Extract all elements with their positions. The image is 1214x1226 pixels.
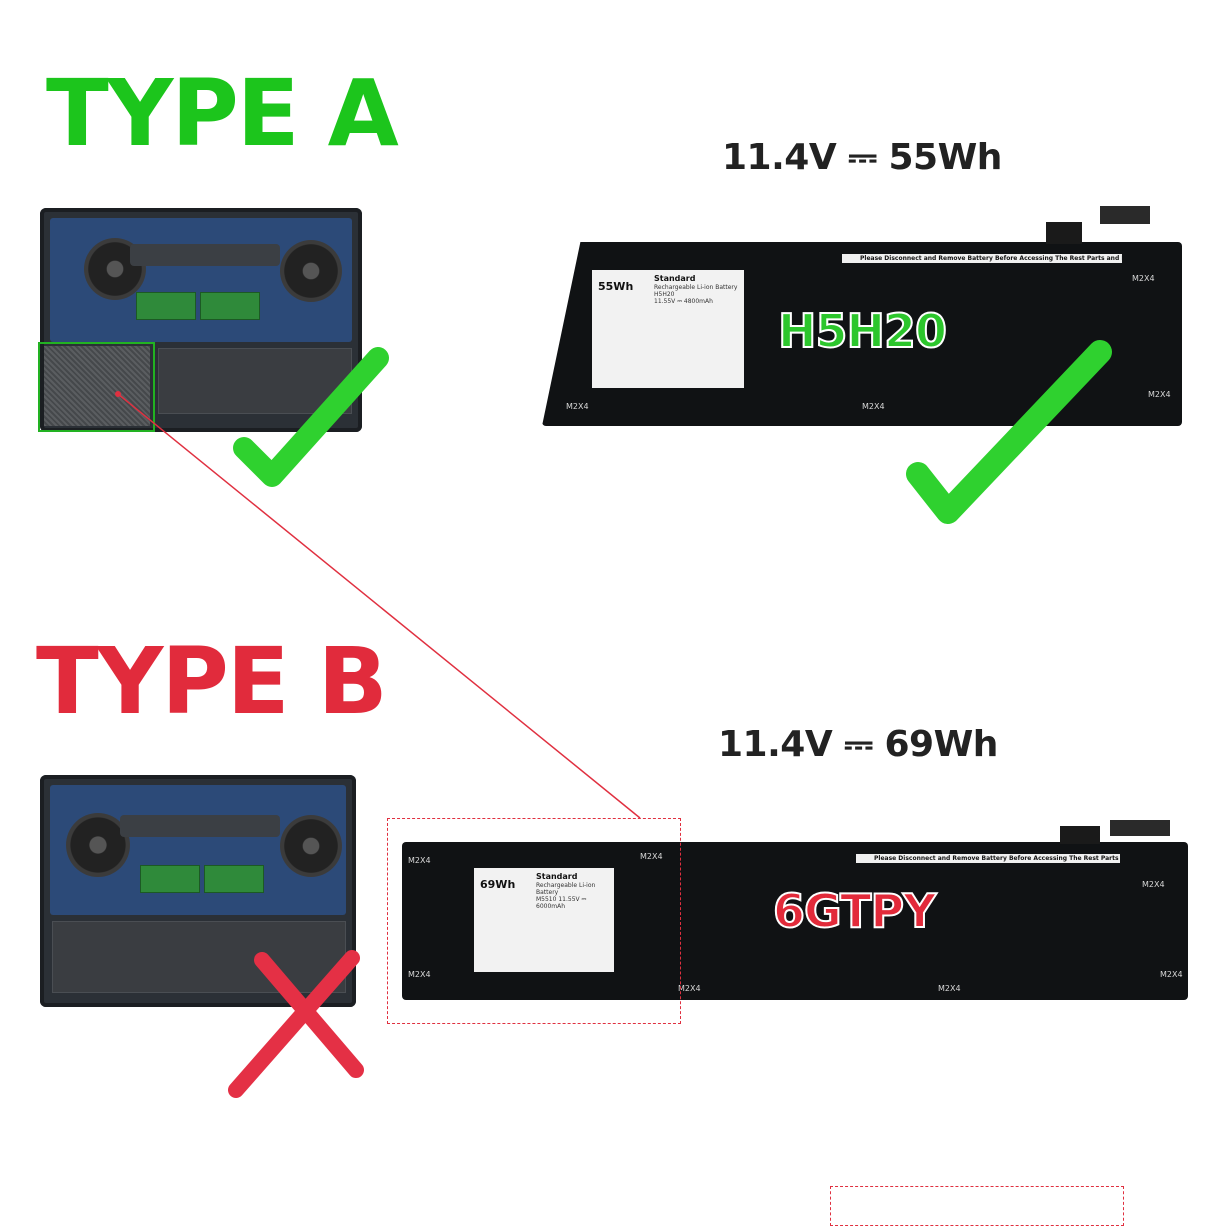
connector-line <box>117 393 641 819</box>
battery-cable-plug <box>1100 206 1150 224</box>
highlight-box <box>38 342 155 432</box>
warning-strip: Please Disconnect and Remove Battery Bef… <box>856 854 1120 863</box>
battery-type-b-image: 69Wh Standard Rechargeable Li-ion Batter… <box>402 842 1188 1000</box>
ram-module <box>140 865 200 893</box>
fan-right <box>280 240 342 302</box>
laptop-type-a-image <box>40 208 362 432</box>
screw-label: M2X4 <box>1132 274 1155 283</box>
battery-label: 69Wh Standard Rechargeable Li-ion Batter… <box>474 868 614 972</box>
battery-cells <box>52 921 346 993</box>
ram-module <box>204 865 264 893</box>
fan-left <box>66 813 130 877</box>
type-b-heading: TYPE B <box>36 628 388 735</box>
type-a-heading: TYPE A <box>46 60 399 167</box>
standard-label: Standard <box>536 872 578 881</box>
screw-label: M2X4 <box>1148 390 1171 399</box>
dashed-highlight-box <box>387 818 681 1024</box>
screw-label: M2X4 <box>408 856 431 865</box>
screw-label: M2X4 <box>1160 970 1183 979</box>
warning-strip: Please Disconnect and Remove Battery Bef… <box>842 254 1122 263</box>
fan-right <box>280 815 342 877</box>
heatpipe <box>120 815 280 837</box>
label-line: 11.55V ⎓ 4800mAh <box>654 298 713 305</box>
screw-label: M2X4 <box>1142 880 1165 889</box>
type-b-model-code: 6GTPY <box>772 884 937 938</box>
label-lines: Rechargeable Li-ion Battery M5510 11.55V… <box>536 882 614 910</box>
battery-cells <box>158 348 352 414</box>
battery-cable-plug <box>1110 820 1170 836</box>
screw-label: M2X4 <box>640 852 663 861</box>
heatpipe <box>130 244 280 266</box>
label-line: H5H20 <box>654 291 675 298</box>
ram-module <box>200 292 260 320</box>
type-a-spec: 11.4V ⎓ 55Wh <box>722 137 1002 178</box>
standard-label: Standard <box>654 274 696 283</box>
screw-label: M2X4 <box>678 984 701 993</box>
screw-label: M2X4 <box>862 402 885 411</box>
screw-label: M2X4 <box>938 984 961 993</box>
laptop-type-b-image <box>40 775 356 1007</box>
label-lines: Rechargeable Li-ion Battery H5H20 11.55V… <box>654 284 737 305</box>
capacity-label: 55Wh <box>598 280 634 293</box>
battery-connector <box>1060 826 1100 844</box>
type-b-spec: 11.4V ⎓ 69Wh <box>718 724 998 765</box>
dashed-highlight-box <box>830 1186 1124 1226</box>
battery-label: 55Wh Standard Rechargeable Li-ion Batter… <box>592 270 744 388</box>
label-line: Rechargeable Li-ion Battery <box>654 284 738 291</box>
ram-module <box>136 292 196 320</box>
battery-connector <box>1046 222 1082 244</box>
screw-label: M2X4 <box>408 970 431 979</box>
screw-label: M2X4 <box>566 402 589 411</box>
capacity-label: 69Wh <box>480 878 516 891</box>
label-line: M5510 11.55V ⎓ 6000mAh <box>536 896 587 910</box>
type-a-model-code: H5H20 <box>777 304 948 358</box>
label-line: Rechargeable Li-ion Battery <box>536 882 596 896</box>
